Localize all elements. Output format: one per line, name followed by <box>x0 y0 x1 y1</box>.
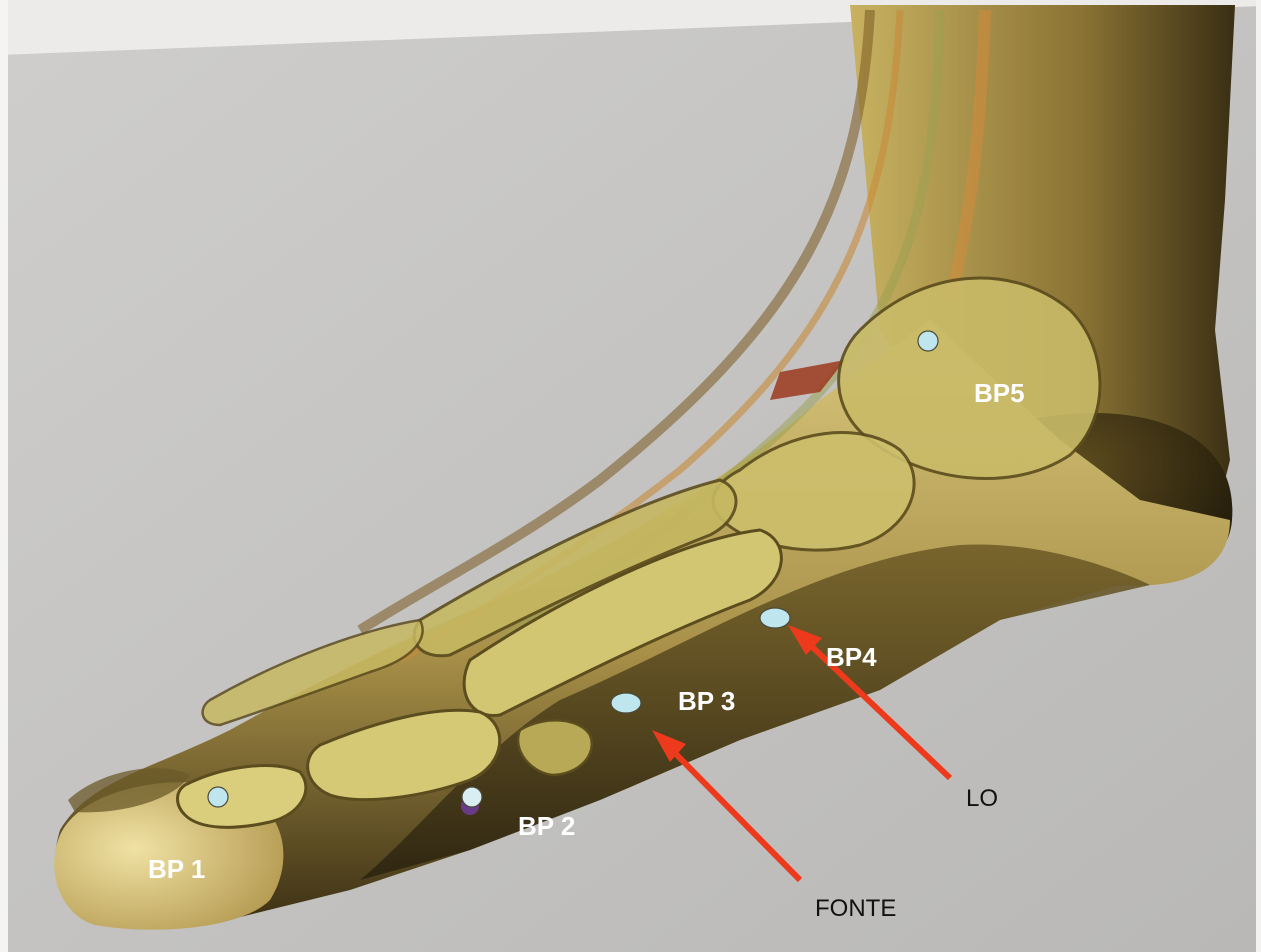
left-edge-strip <box>0 0 8 952</box>
bp1-point-marker <box>208 787 228 807</box>
right-edge-strip <box>1256 0 1261 952</box>
fonte-point-caption: FONTE <box>815 897 896 921</box>
bp4-label: BP4 <box>826 644 877 670</box>
bp3-label: BP 3 <box>678 688 735 714</box>
bp5-label: BP5 <box>974 380 1025 406</box>
bp1-label: BP 1 <box>148 856 205 882</box>
bp4-point-marker <box>760 608 790 628</box>
lo-point-caption: LO <box>966 787 998 811</box>
bp5-point-marker <box>918 331 938 351</box>
bp2-point-marker <box>462 787 482 807</box>
bp2-label: BP 2 <box>518 813 575 839</box>
bp3-point-marker <box>611 693 641 713</box>
